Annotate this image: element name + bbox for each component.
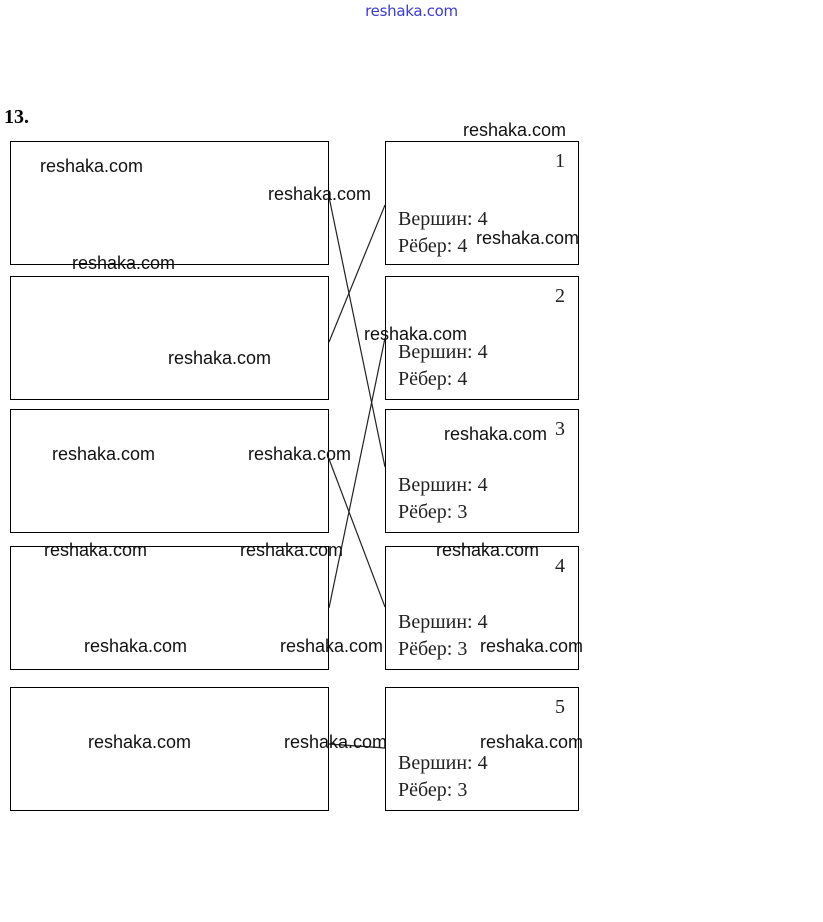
- watermark: reshaka.com: [168, 348, 272, 368]
- vertices-count: Вершин: 4: [398, 208, 488, 230]
- watermark: reshaka.com: [88, 732, 192, 752]
- watermark: reshaka.com: [480, 732, 584, 752]
- edges-count: Рёбер: 4: [398, 368, 468, 390]
- watermark: reshaka.com: [52, 444, 156, 464]
- watermark: reshaka.com: [364, 324, 468, 344]
- right-box-number: 2: [555, 285, 565, 307]
- watermark: reshaka.com: [40, 156, 144, 176]
- watermark: reshaka.com: [444, 424, 548, 444]
- edges-count: Рёбер: 3: [398, 501, 468, 523]
- watermark: reshaka.com: [240, 540, 344, 560]
- header-site-link[interactable]: reshaka.com: [365, 2, 458, 20]
- watermark: reshaka.com: [284, 732, 388, 752]
- watermark: reshaka.com: [463, 120, 567, 140]
- right-box-2: 2 Вершин: 4 Рёбер: 4: [385, 276, 579, 400]
- watermark: reshaka.com: [248, 444, 352, 464]
- watermark: reshaka.com: [436, 540, 540, 560]
- watermark: reshaka.com: [84, 636, 188, 656]
- watermark: reshaka.com: [72, 253, 176, 273]
- vertices-count: Вершин: 4: [398, 752, 488, 774]
- watermark: reshaka.com: [280, 636, 384, 656]
- connector-left3-right4: [328, 458, 386, 608]
- vertices-count: Вершин: 4: [398, 611, 488, 633]
- edges-count: Рёбер: 4: [398, 235, 468, 257]
- connector-left4-right2: [328, 337, 386, 609]
- watermark: reshaka.com: [44, 540, 148, 560]
- watermark: reshaka.com: [480, 636, 584, 656]
- right-box-5: 5 Вершин: 4 Рёбер: 3: [385, 687, 579, 811]
- right-box-number: 1: [555, 150, 565, 172]
- vertices-count: Вершин: 4: [398, 341, 488, 363]
- left-box-3: [10, 409, 329, 533]
- right-box-number: 3: [555, 418, 565, 440]
- watermark: reshaka.com: [268, 184, 372, 204]
- right-box-number: 5: [555, 696, 565, 718]
- edges-count: Рёбер: 3: [398, 779, 468, 801]
- vertices-count: Вершин: 4: [398, 474, 488, 496]
- right-box-1: 1 Вершин: 4 Рёбер: 4: [385, 141, 579, 265]
- left-box-1: [10, 141, 329, 265]
- task-number: 13.: [4, 106, 29, 128]
- edges-count: Рёбер: 3: [398, 638, 468, 660]
- left-box-4: [10, 546, 329, 670]
- watermark: reshaka.com: [476, 228, 580, 248]
- right-box-4: 4 Вершин: 4 Рёбер: 3: [385, 546, 579, 670]
- left-box-5: [10, 687, 329, 811]
- connector-left2-right1: [328, 204, 386, 343]
- left-box-2: [10, 276, 329, 400]
- right-box-number: 4: [555, 555, 565, 577]
- right-box-3: 3 Вершин: 4 Рёбер: 3: [385, 409, 579, 533]
